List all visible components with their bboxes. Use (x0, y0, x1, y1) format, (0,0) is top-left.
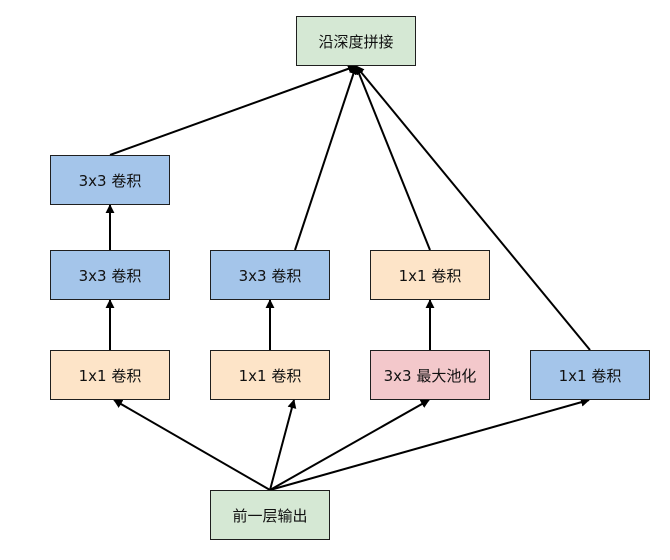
depth-concat-node: 沿深度拼接 (296, 16, 416, 66)
branch1-conv1x1-label: 1x1 卷积 (78, 366, 142, 385)
branch1-conv3x3-mid-node: 3x3 卷积 (50, 250, 170, 300)
edge-input-to-b4-conv1x1 (269, 397, 590, 491)
previous-layer-output-node: 前一层输出 (210, 490, 330, 540)
branch2-conv3x3-node: 3x3 卷积 (210, 250, 330, 300)
branch3-conv1x1-label: 1x1 卷积 (398, 266, 462, 285)
edge-b4-conv1x1-to-concat (355, 65, 591, 351)
branch1-conv3x3-top-node: 3x3 卷积 (50, 155, 170, 205)
edge-b3-conv1x1-to-concat (354, 65, 431, 251)
branch3-maxpool-label: 3x3 最大池化 (383, 366, 477, 385)
previous-layer-output-label: 前一层输出 (232, 506, 308, 525)
branch3-maxpool-node: 3x3 最大池化 (370, 350, 490, 400)
edge-input-to-b2-conv1x1 (269, 399, 297, 491)
edge-input-to-b3-maxpool (269, 399, 430, 491)
branch1-conv1x1-node: 1x1 卷积 (50, 350, 170, 400)
branch1-conv3x3-top-label: 3x3 卷积 (78, 171, 142, 190)
branch4-conv1x1-node: 1x1 卷积 (530, 350, 650, 400)
edge-input-to-b1-conv1x1 (113, 399, 271, 491)
branch3-conv1x1-node: 1x1 卷积 (370, 250, 490, 300)
branch1-conv3x3-mid-label: 3x3 卷积 (78, 266, 142, 285)
branch4-conv1x1-label: 1x1 卷积 (558, 366, 622, 385)
edge-b1-conv3x3-top-to-concat (109, 64, 357, 156)
branch2-conv1x1-label: 1x1 卷积 (238, 366, 302, 385)
branch2-conv1x1-node: 1x1 卷积 (210, 350, 330, 400)
edge-b2-conv3x3-to-concat (294, 65, 358, 251)
depth-concat-label: 沿深度拼接 (318, 32, 394, 51)
branch2-conv3x3-label: 3x3 卷积 (238, 266, 302, 285)
